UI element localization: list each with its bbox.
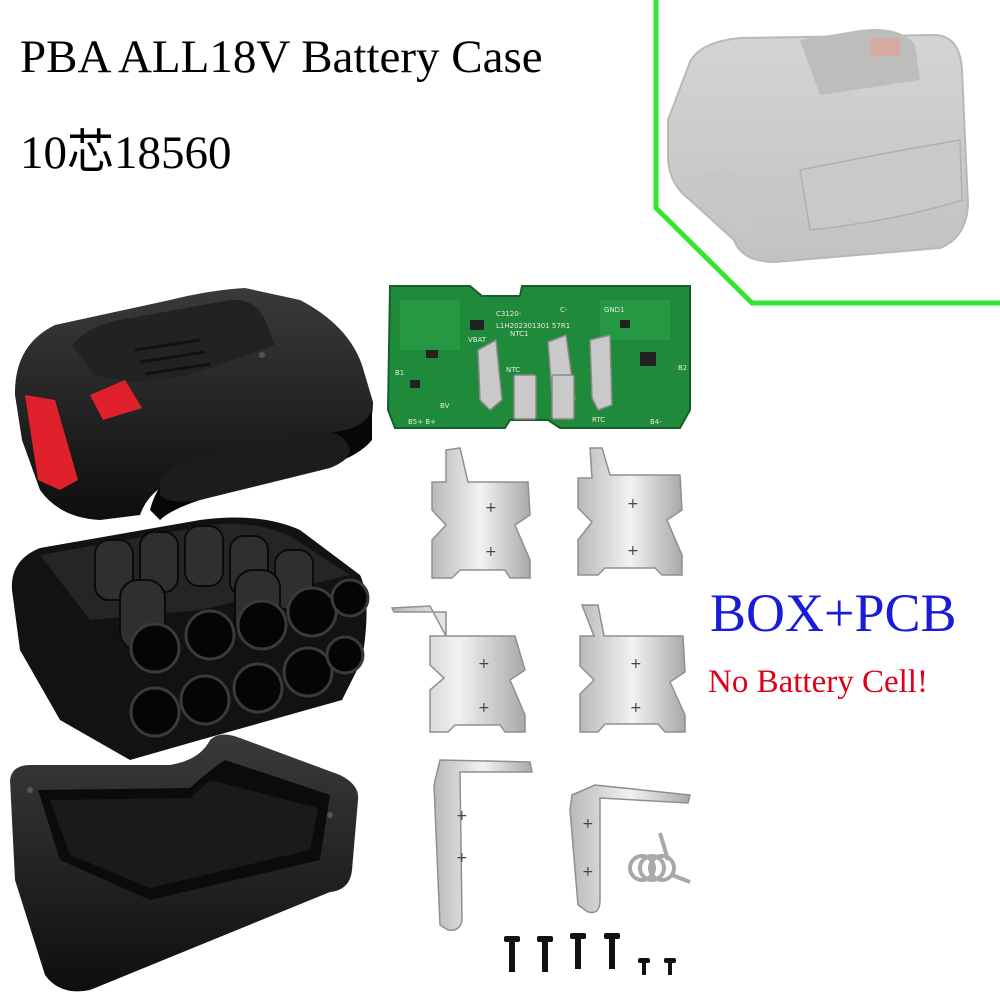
cell-holder xyxy=(11,517,370,760)
product-subtitle: 10芯18560 xyxy=(20,127,232,179)
svg-text:C-: C- xyxy=(560,306,568,314)
nickel-strip-set xyxy=(390,447,686,733)
pcb-board: C3120- L1H202301301 57R1 VBAT NTC1 NTC G… xyxy=(386,285,691,429)
product-title: PBA ALL18V Battery Case xyxy=(20,31,543,83)
svg-text:+: + xyxy=(485,544,497,560)
svg-text:+: + xyxy=(627,543,639,559)
svg-text:L1H202301301 57R1: L1H202301301 57R1 xyxy=(496,322,570,330)
assembled-battery-preview xyxy=(667,29,970,264)
pcb-label: C3120- xyxy=(496,310,522,318)
nickel-strip-marks: + + + + + + + + xyxy=(478,496,642,716)
svg-text:NTC1: NTC1 xyxy=(510,330,528,338)
box-pcb-label: BOX+PCB xyxy=(710,583,957,643)
svg-text:B1: B1 xyxy=(395,369,404,377)
svg-text:+: + xyxy=(627,496,639,512)
svg-text:+: + xyxy=(478,656,490,672)
screw-icon xyxy=(537,936,553,972)
screw-set xyxy=(504,933,676,975)
svg-text:B5+ B+: B5+ B+ xyxy=(408,418,436,426)
svg-text:+: + xyxy=(582,864,594,880)
svg-text:+: + xyxy=(630,656,642,672)
svg-text:+: + xyxy=(582,816,594,832)
svg-text:GND1: GND1 xyxy=(604,306,625,314)
svg-text:+: + xyxy=(456,850,468,866)
svg-text:+: + xyxy=(485,500,497,516)
screw-icon xyxy=(638,958,650,975)
svg-text:B4-: B4- xyxy=(650,418,662,426)
svg-text:NTC: NTC xyxy=(506,366,520,374)
spring-icon xyxy=(628,832,691,884)
svg-text:+: + xyxy=(630,700,642,716)
svg-text:BV: BV xyxy=(440,402,450,410)
svg-text:VBAT: VBAT xyxy=(468,336,487,344)
svg-text:+: + xyxy=(456,808,468,824)
svg-text:B2: B2 xyxy=(678,364,687,372)
battery-case-bottom xyxy=(10,734,359,992)
no-battery-cell-label: No Battery Cell! xyxy=(708,664,928,700)
svg-text:+: + xyxy=(478,700,490,716)
svg-text:RTC: RTC xyxy=(592,416,605,424)
screw-icon xyxy=(504,936,520,972)
screw-icon xyxy=(570,933,586,969)
terminal-strips xyxy=(433,759,691,932)
screw-icon xyxy=(604,933,620,969)
screw-icon xyxy=(664,958,676,975)
green-frame-line xyxy=(653,0,1000,306)
battery-case-top xyxy=(14,288,374,520)
